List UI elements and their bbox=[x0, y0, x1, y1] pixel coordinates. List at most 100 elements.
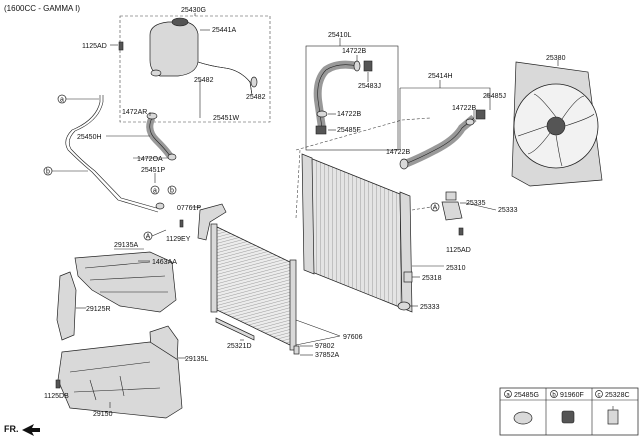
radiator-tank-left bbox=[301, 153, 315, 275]
clip-25485G bbox=[513, 411, 533, 425]
carrier-29150 bbox=[57, 341, 183, 419]
leader-callout-A-2 bbox=[411, 206, 432, 211]
upper-hose-25414H bbox=[403, 114, 477, 168]
dryer-cap-97802 bbox=[293, 345, 300, 355]
clip-25451P bbox=[155, 202, 165, 210]
label-97606: 97606 bbox=[343, 334, 363, 341]
legend-cell-a-circle bbox=[504, 390, 512, 398]
label-29135A: 29135A bbox=[114, 242, 138, 249]
radiator-tank-right bbox=[399, 191, 413, 313]
leader-97606 bbox=[295, 319, 341, 346]
air-guide-29135A-ribs bbox=[84, 261, 168, 293]
upper-hose-group-box bbox=[305, 45, 399, 151]
lower-hose-25450H-outline bbox=[149, 117, 171, 157]
label-1125DB: 1125DB bbox=[44, 393, 69, 400]
legend-cell-c-circle bbox=[595, 390, 603, 398]
label-37852A: 37852A bbox=[315, 352, 339, 359]
fitting-25485F bbox=[315, 125, 327, 135]
reservoir-hose-outline bbox=[197, 61, 253, 96]
strip-25321D bbox=[215, 317, 255, 341]
label-25450H: 25450H bbox=[77, 134, 102, 141]
legend-cell-a-part: 25485G bbox=[514, 392, 539, 399]
label-25414H: 25414H bbox=[428, 73, 453, 80]
clamp-14722B-c bbox=[465, 118, 475, 126]
legend-cell-c-part: 25328C bbox=[605, 392, 630, 399]
leader-callout-A-1 bbox=[151, 229, 167, 237]
label-1125AD-top: 1125AD bbox=[82, 43, 107, 50]
cap-25333-r bbox=[445, 191, 457, 201]
callout-a-2 bbox=[150, 185, 160, 195]
label-1129EY: 1129EY bbox=[166, 236, 191, 243]
upper-hose-25414H-outline bbox=[404, 117, 475, 165]
label-25318: 25318 bbox=[422, 275, 442, 282]
label-25482-b: 25482 bbox=[246, 94, 266, 101]
clamp-25482-b bbox=[250, 76, 258, 88]
label-29125R: 29125R bbox=[86, 306, 111, 313]
plug-25318 bbox=[403, 271, 413, 283]
diagram-title: (1600CC - GAMMA I) bbox=[4, 4, 80, 13]
label-97802: 97802 bbox=[315, 343, 335, 350]
fr-arrow-icon bbox=[22, 424, 40, 436]
label-29150: 29150 bbox=[93, 411, 113, 418]
legend-cell-c: c 25328C bbox=[595, 390, 630, 425]
bolt-1125AD-r bbox=[458, 227, 464, 236]
label-25482-a: 25482 bbox=[194, 77, 214, 84]
label-25441A: 25441A bbox=[212, 27, 236, 34]
label-25333-b: 25333 bbox=[420, 304, 440, 311]
upper-hose-25410L bbox=[313, 60, 359, 129]
fitting-25485J bbox=[475, 109, 486, 120]
label-25335: 25335 bbox=[466, 200, 486, 207]
clamp-14722B-b bbox=[316, 110, 328, 118]
lower-hose-25450H bbox=[146, 116, 173, 158]
fitting-25483J bbox=[363, 60, 373, 72]
label-25333-r: 25333 bbox=[498, 207, 518, 214]
legend-cell-b: b 91960F bbox=[550, 390, 584, 424]
overflow-hose-line-2 bbox=[68, 95, 161, 210]
label-25321D: 25321D bbox=[227, 343, 252, 350]
fr-label: FR. bbox=[4, 424, 19, 434]
reservoir-tank bbox=[149, 21, 199, 77]
air-guide-29135A bbox=[74, 251, 177, 313]
legend-cell-b-part: 91960F bbox=[560, 392, 584, 399]
fan-blades bbox=[517, 93, 595, 167]
label-14722B-c: 14722B bbox=[452, 105, 476, 112]
radiator-guide-dash-top bbox=[295, 117, 431, 151]
condenser-core bbox=[214, 225, 293, 347]
condenser-tank-left bbox=[210, 223, 218, 313]
fan-motor bbox=[546, 116, 566, 136]
bracket-25414H bbox=[400, 87, 491, 110]
clamp-25482-a bbox=[150, 69, 162, 77]
label-1125AD-r: 1125AD bbox=[446, 247, 471, 254]
callout-A-2-text: A bbox=[433, 205, 438, 212]
clamp-14722B-d bbox=[399, 158, 409, 170]
label-25310: 25310 bbox=[446, 265, 466, 272]
label-25485J: 25485J bbox=[483, 93, 506, 100]
condenser-tank-right bbox=[289, 259, 297, 351]
label-14722B-a: 14722B bbox=[342, 48, 366, 55]
label-14722B-b: 14722B bbox=[337, 111, 361, 118]
label-25410L: 25410L bbox=[328, 32, 351, 39]
radiator-guide-dash-left bbox=[295, 149, 301, 219]
legend-cell-b-letter: b bbox=[552, 393, 556, 399]
bracket-07761P bbox=[197, 203, 227, 241]
upper-hose-25410L-outline bbox=[317, 64, 359, 129]
leader-25333-r bbox=[465, 202, 497, 211]
label-29135L: 29135L bbox=[185, 356, 208, 363]
bolt-1129EY bbox=[179, 219, 184, 228]
label-25451P: 25451P bbox=[141, 167, 165, 174]
reservoir-cap bbox=[171, 17, 189, 27]
label-14722B-d: 14722B bbox=[386, 149, 410, 156]
legend-cell-b-circle bbox=[550, 390, 558, 398]
clamp-14722B-a bbox=[353, 60, 361, 72]
air-guide-29125R bbox=[56, 271, 77, 341]
bolt-1125DB bbox=[55, 379, 61, 389]
bolt-1125AD-top bbox=[118, 41, 124, 51]
label-07761P: 07761P bbox=[177, 205, 201, 212]
callout-a-2-text: a bbox=[153, 188, 157, 195]
legend-cell-a: a 25485G bbox=[504, 390, 539, 425]
label-1472OA: 1472OA bbox=[137, 156, 163, 163]
cap-25328C bbox=[607, 409, 619, 425]
overflow-hose-line bbox=[65, 95, 159, 213]
cushion-25333-b bbox=[397, 301, 411, 311]
